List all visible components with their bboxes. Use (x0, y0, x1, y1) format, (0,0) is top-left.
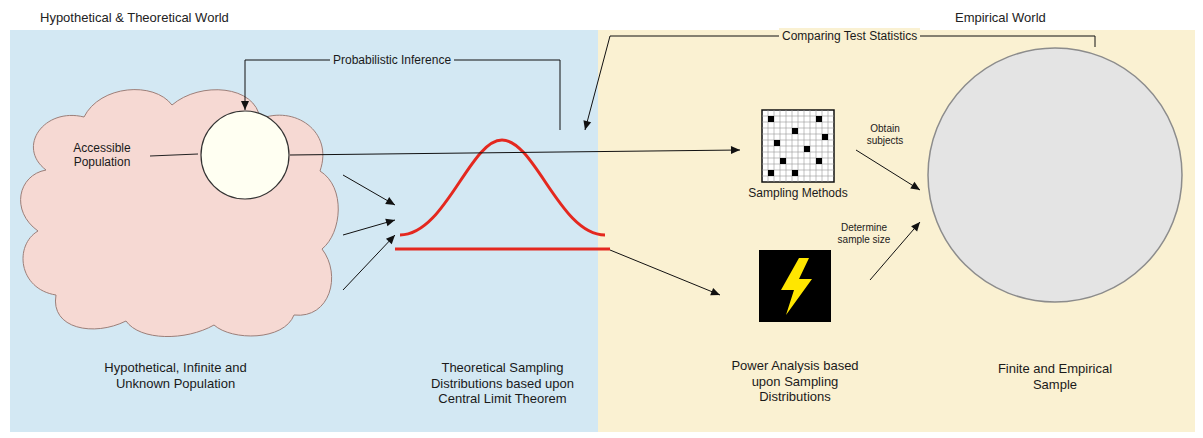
grid-line (762, 158, 834, 159)
grid-line (810, 110, 811, 182)
node-label: Sampling Methods (742, 186, 854, 200)
connector-line (290, 150, 740, 155)
bell-baseline (395, 248, 610, 251)
connector-line (585, 36, 1095, 130)
grid-line (762, 122, 834, 123)
grid-line (762, 116, 834, 117)
grid-line (762, 146, 834, 147)
node-label: Theoretical Sampling Distributions based… (418, 360, 588, 407)
bell-curve: Theoretical Sampling Distributions based… (395, 130, 610, 407)
connector-arrow (583, 36, 1095, 130)
edge-label-holder: Probabilistic Inference (330, 52, 454, 68)
power-box: Power Analysis based upon Sampling Distr… (720, 250, 870, 405)
connector-arrow (241, 60, 560, 130)
grid-line (804, 110, 805, 182)
accessible-circle: Accessible Population (60, 110, 290, 260)
edge-label: Probabilistic Inference (330, 52, 454, 68)
heading-holder: Hypothetical & Theoretical World (40, 10, 229, 26)
node-shape (60, 110, 290, 260)
sample-cell (792, 128, 798, 134)
sample-outline (928, 48, 1182, 302)
population-cloud: Hypothetical, Infinite and Unknown Popul… (8, 75, 343, 391)
accessible-outline (201, 111, 289, 199)
arrow-head (583, 120, 591, 130)
node-label: Hypothetical, Infinite and Unknown Popul… (76, 360, 276, 391)
sample-cell (780, 158, 786, 164)
connector-arrow (290, 146, 740, 155)
edge-label-holder: Obtain subjects (854, 122, 916, 148)
arrow-head (241, 101, 249, 110)
arrow-head (731, 146, 740, 154)
arrow-head (710, 288, 720, 295)
grid-line (762, 128, 834, 129)
cloud-outline (21, 90, 339, 337)
connector-arrow (343, 219, 395, 235)
grid-ground (762, 110, 834, 182)
connector-line (343, 235, 395, 290)
node-label: Power Analysis based upon Sampling Distr… (729, 358, 861, 405)
arrow-head (911, 222, 920, 231)
grid-line (816, 110, 817, 182)
arrow-head (910, 182, 920, 190)
region-heading: Hypothetical & Theoretical World (40, 10, 229, 26)
grid-line (798, 110, 799, 182)
grid-line (828, 110, 829, 182)
region-heading: Empirical World (955, 10, 1046, 26)
sample-cell (816, 116, 822, 122)
grid-line (792, 110, 793, 182)
bell-curve-line (400, 140, 605, 235)
grid-line (762, 176, 834, 177)
connector-line (245, 60, 560, 130)
grid-line (762, 170, 834, 171)
leader-line (150, 154, 198, 156)
heading-holder: Empirical World (955, 10, 1046, 26)
sample-cell (768, 116, 774, 122)
lightning-symbol (781, 258, 812, 315)
arrow-head (385, 219, 395, 227)
grid-line (762, 134, 834, 135)
arrow-head (385, 197, 395, 205)
node-label: Accessible Population (60, 141, 144, 170)
grid-line (786, 110, 787, 182)
node-label: Finite and Empirical Sample (998, 361, 1113, 392)
node-shape (8, 75, 343, 391)
edge-label-holder: Determine sample size (832, 221, 896, 247)
connector-arrow (856, 150, 920, 190)
power-ground (759, 250, 831, 322)
sample-cell (804, 146, 810, 152)
grid-line (780, 110, 781, 182)
edge-label-holder: Comparing Test Statistics (779, 28, 920, 44)
sample-circle: Finite and Empirical Sample (920, 47, 1190, 392)
connector-line (856, 150, 920, 190)
edge-label: Comparing Test Statistics (779, 28, 920, 44)
sample-cell (822, 134, 828, 140)
edge-label: Determine sample size (832, 221, 896, 247)
sample-cell (774, 140, 780, 146)
grid-line (762, 164, 834, 165)
grid-line (762, 152, 834, 153)
node-shape (920, 47, 1190, 392)
arrow-head (386, 235, 395, 244)
grid-line (822, 110, 823, 182)
connector-line (610, 250, 720, 295)
sample-cell (792, 170, 798, 176)
connector-arrow (343, 175, 395, 205)
connector-arrow (343, 235, 395, 290)
grid-line (768, 110, 769, 182)
sample-cell (768, 170, 774, 176)
sample-cell (816, 158, 822, 164)
grid-line (762, 140, 834, 141)
connector-line (343, 175, 395, 205)
edge-label: Obtain subjects (854, 122, 916, 148)
grid-line (774, 110, 775, 182)
connector-arrow (610, 250, 720, 295)
